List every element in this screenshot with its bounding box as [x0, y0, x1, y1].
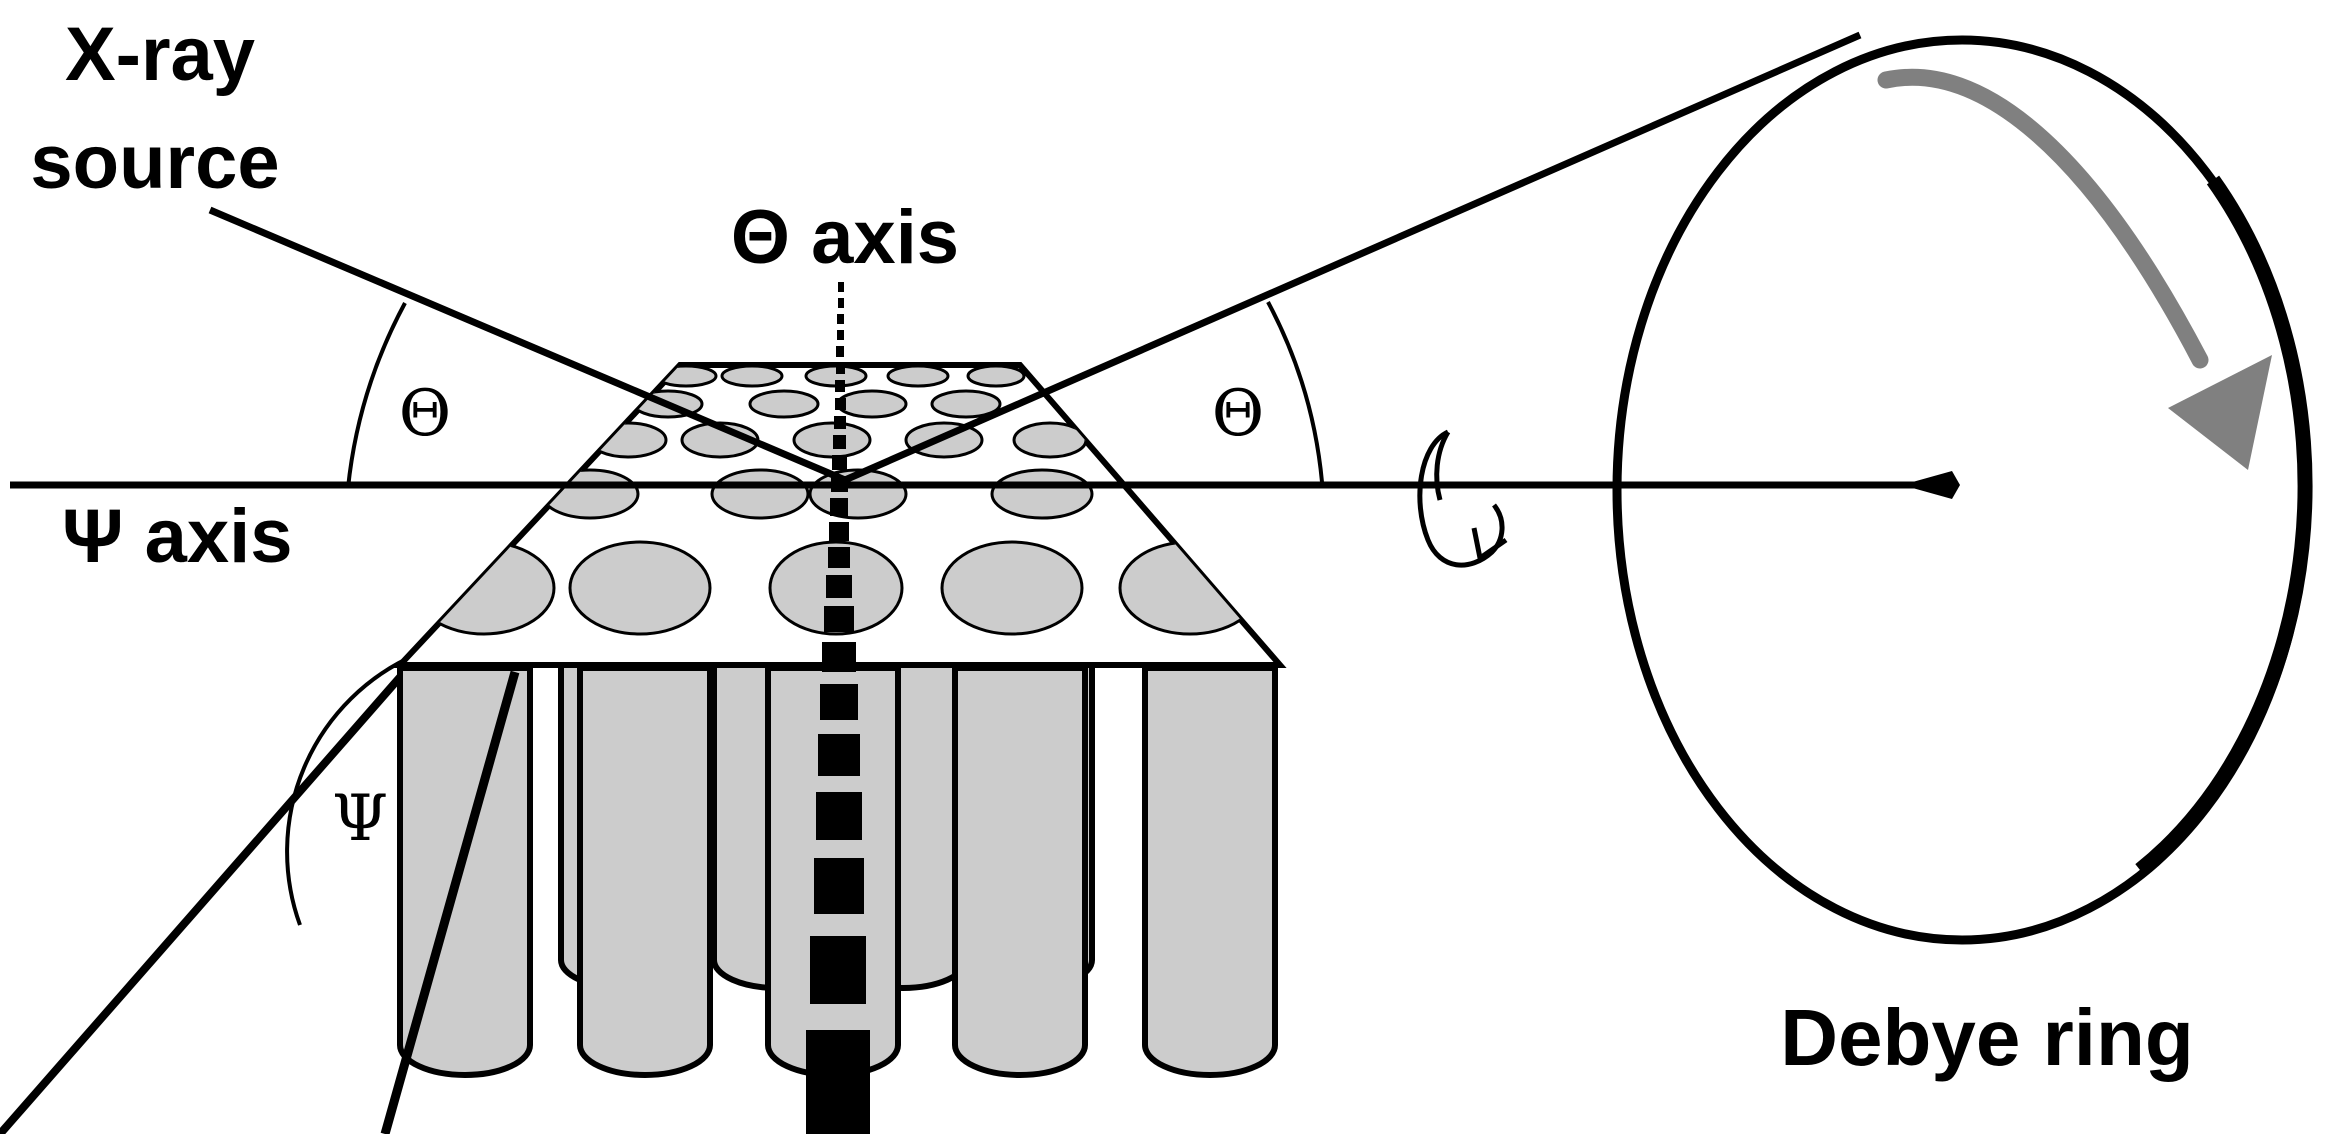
pore: [412, 540, 556, 636]
pore: [886, 365, 950, 388]
theta-left-arc: [346, 302, 407, 489]
pore: [710, 468, 810, 520]
pillar: [1142, 665, 1278, 1078]
pore: [930, 389, 1002, 419]
pore: [940, 540, 1084, 636]
pore: [990, 468, 1094, 520]
pore: [792, 421, 872, 459]
psi-angle-label: Ψ: [332, 782, 388, 856]
pore: [720, 365, 784, 388]
xray-source-label-line2: source: [30, 120, 279, 205]
debye-ring-thick-edge: [2135, 175, 2313, 876]
theta-axis-label: Θ axis: [731, 195, 959, 280]
debye-ring-label: Debye ring: [1780, 993, 2193, 1082]
pore: [654, 365, 718, 388]
psi-oblique-line: [0, 665, 412, 1134]
theta-axis-line: [806, 282, 870, 1134]
pore: [568, 540, 712, 636]
theta-right-label: Θ: [1212, 377, 1264, 451]
diffracted-beam: [843, 31, 1862, 484]
pore: [966, 365, 1026, 388]
pillar: [577, 665, 713, 1078]
xray-source-label-line1: X-ray: [65, 12, 255, 97]
pore: [748, 389, 820, 419]
theta-left-label: Θ: [399, 377, 451, 451]
psi-angle-arc: [285, 653, 416, 926]
psi-reference-line: [380, 670, 520, 1134]
rotation-direction-arrow: [1877, 68, 2209, 369]
psi-axis-label: Ψ axis: [62, 494, 293, 579]
theta-right-arc: [1266, 301, 1324, 483]
rotation-direction-arrowhead: [2168, 355, 2272, 470]
pore: [1118, 540, 1262, 636]
pore: [588, 421, 668, 459]
pillar: [952, 665, 1088, 1078]
incident-beam: [208, 206, 847, 484]
psi-axis-arrowhead: [1902, 471, 1960, 499]
rotation-arrow-icon: [1417, 429, 1508, 568]
pore: [836, 389, 908, 419]
